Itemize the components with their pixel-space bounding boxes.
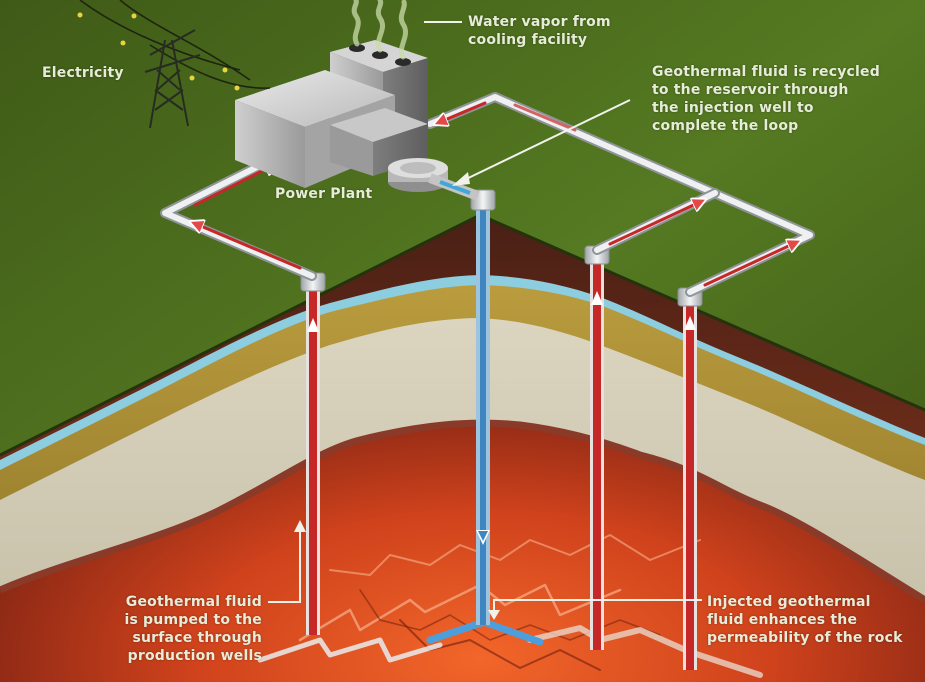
power-lines [77,0,271,129]
soil-layer [0,215,925,460]
leader-arrows [268,21,702,612]
injection-well [470,189,496,625]
electricity-label: Electricity [42,65,124,81]
arrowhead-injected [488,610,500,620]
pumped-leader [268,530,301,603]
recycled-leader [459,99,631,183]
vapor-plumes [351,0,409,60]
power-plant [235,0,480,201]
injected-fluid-label: Injected geothermal fluid enhances the p… [707,594,903,646]
water-vapor-label: Water vapor from cooling facility [468,14,611,48]
production-wells [300,245,703,670]
recycled-fluid-label: Geothermal fluid is recycled to the rese… [652,64,880,134]
arrowhead-pumped [294,520,306,532]
injected-leader [493,599,702,612]
pylon-icon [144,29,201,129]
limestone-rim [0,419,925,603]
pumped-fluid-label: Geothermal fluid is pumped to the surfac… [124,594,262,664]
arrowhead-recycled [452,172,470,186]
power-plant-label: Power Plant [275,186,373,202]
